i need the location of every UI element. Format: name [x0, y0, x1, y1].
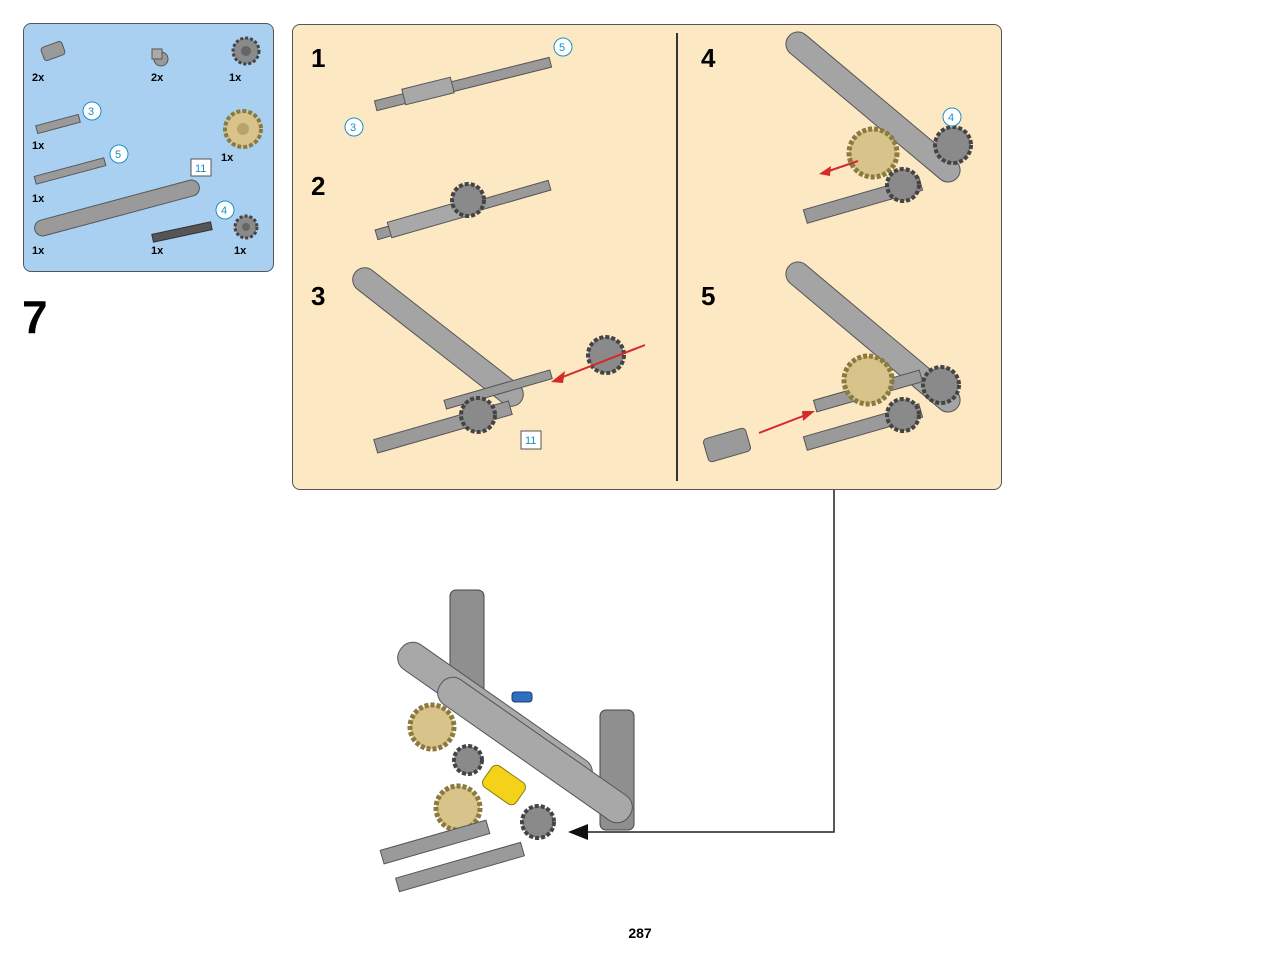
small-gear-part-icon — [233, 214, 259, 240]
axle-lower-1 — [379, 819, 491, 865]
dark-gear-front — [520, 804, 556, 840]
part-qty: 2x — [32, 72, 45, 84]
rear-vertical-beam — [449, 589, 485, 711]
parts-graphics: 3 5 4 11 — [33, 36, 263, 243]
dark-gear-part-icon — [231, 36, 261, 66]
part-qty: 1x — [229, 72, 242, 84]
axle-3-part-icon — [35, 101, 102, 135]
step-number: 7 — [22, 291, 48, 343]
beam-11-part-icon — [34, 158, 212, 237]
mid-horizontal-beam — [437, 676, 633, 824]
half-bush-part-icon — [151, 48, 169, 67]
substep-1-number: 1 — [311, 43, 326, 73]
front-vertical-beam — [599, 709, 635, 831]
substeps-panel: 1 2 3 4 5 5 3 11 — [292, 24, 1002, 490]
substep-4-assembly: 4 — [785, 31, 973, 224]
axle-3-label: 3 — [88, 106, 94, 118]
substep-5-number: 5 — [701, 281, 716, 311]
substep-2-axle-gear — [374, 179, 552, 241]
svg-text:4: 4 — [948, 112, 954, 124]
part-qty: 1x — [234, 245, 247, 257]
part-qty: 1x — [32, 140, 45, 152]
substeps-graphics: 5 3 11 — [344, 31, 973, 463]
part-qty: 1x — [221, 152, 234, 164]
beam-11-label: 11 — [195, 163, 206, 175]
page-number: 287 — [628, 925, 652, 941]
bush-part-icon — [40, 41, 66, 61]
substeps-divider — [676, 33, 678, 481]
substep-3-beam-assembly: 11 — [352, 267, 646, 454]
connector-line — [580, 490, 835, 833]
axle-5-label: 5 — [115, 149, 121, 161]
substep-3-number: 3 — [311, 281, 326, 311]
substep-2-number: 2 — [311, 171, 326, 201]
tan-gear-lower — [433, 783, 483, 833]
dark-gear-mid — [452, 744, 484, 776]
axle-lower-2 — [394, 841, 526, 893]
part-qty: 1x — [151, 245, 164, 257]
blue-pin — [511, 691, 533, 703]
substep-4-number: 4 — [701, 43, 716, 73]
substep-5-assembly — [702, 261, 961, 463]
svg-text:5: 5 — [559, 42, 565, 54]
svg-text:11: 11 — [525, 435, 536, 447]
axle-4-part-icon — [151, 200, 235, 243]
top-horizontal-beam — [397, 641, 593, 789]
part-qty: 2x — [151, 72, 164, 84]
tan-gear-part-icon — [223, 109, 263, 149]
axle-5-part-icon — [33, 144, 129, 185]
parts-list-panel: 3 5 4 11 2x 2x 1x 1x 1x 1x 1x 1x 1x — [23, 23, 274, 272]
part-qty: 1x — [32, 245, 45, 257]
connector-arrowhead — [568, 824, 588, 840]
substep-1-axle: 5 3 — [344, 37, 573, 137]
yellow-bush — [482, 764, 526, 806]
svg-text:3: 3 — [350, 122, 356, 134]
tan-gear-upper — [407, 702, 457, 752]
axle-4-label: 4 — [221, 205, 227, 217]
part-qty: 1x — [32, 193, 45, 205]
